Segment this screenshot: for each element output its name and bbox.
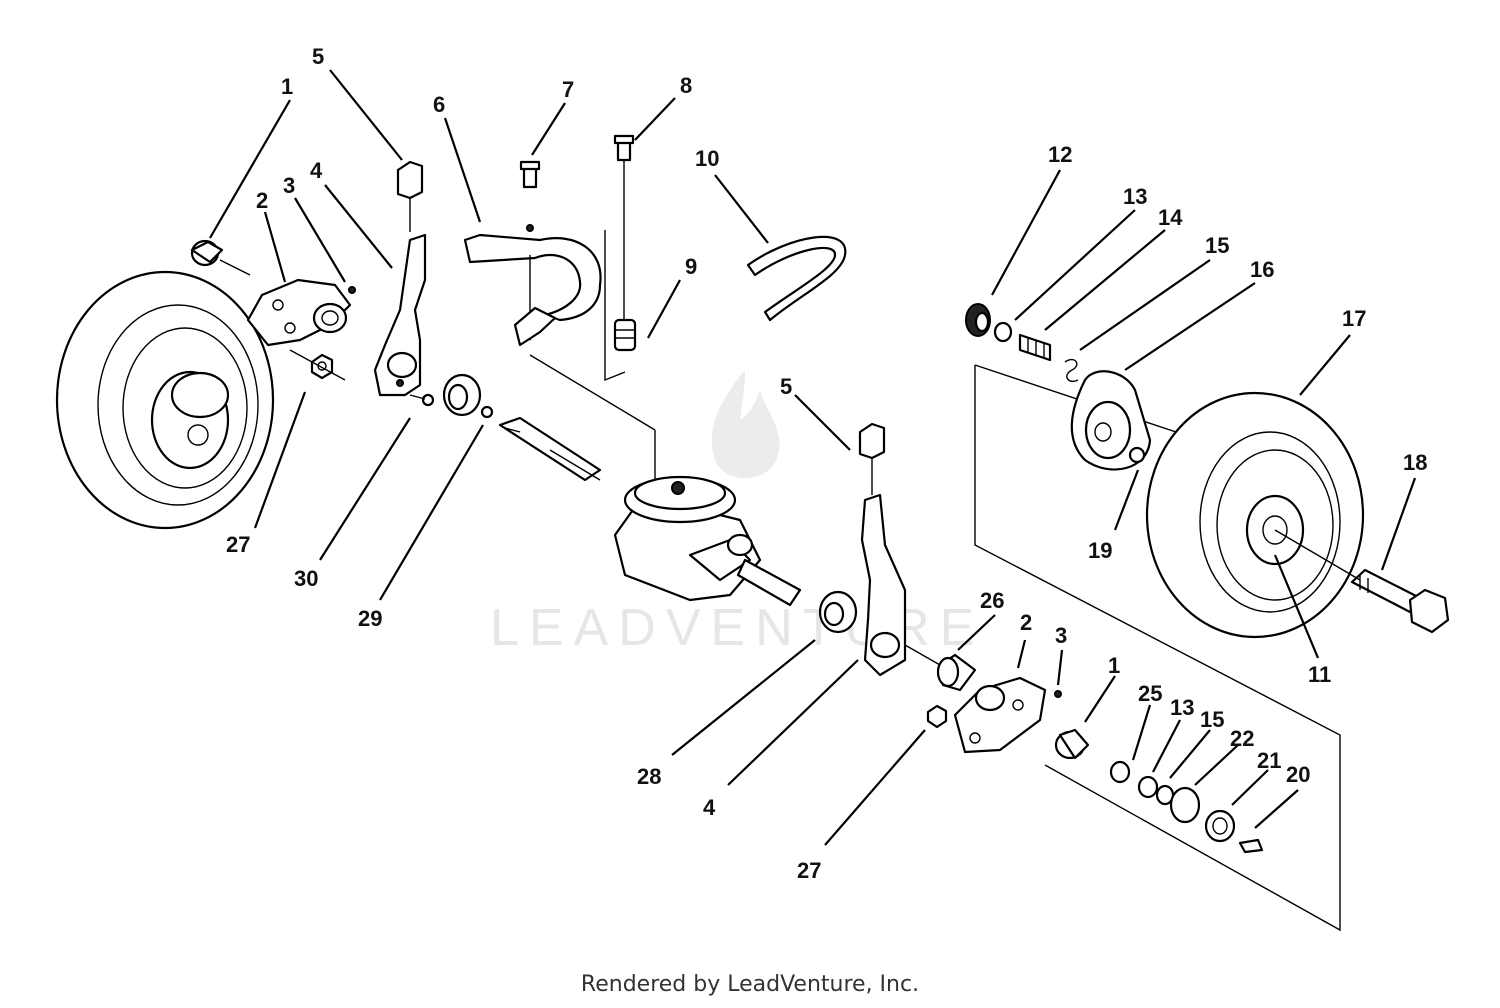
bearing-21 [1204, 809, 1236, 843]
callout-29: 29 [358, 606, 382, 631]
drive-belt [746, 235, 847, 322]
callout-21: 21 [1257, 748, 1281, 773]
bushing-26 [904, 644, 977, 692]
watermark-flame-icon [711, 370, 780, 479]
callout-19: 19 [1088, 538, 1112, 563]
assembly-outline [974, 365, 1341, 932]
right-wheel [1145, 391, 1365, 639]
callout-22: 22 [1230, 726, 1254, 751]
left-wheel [55, 270, 275, 530]
axle-shaft [498, 416, 602, 482]
hub-16 [1070, 370, 1152, 471]
callout-12: 12 [1048, 142, 1072, 167]
support-arm-right [860, 493, 907, 677]
leader-lines [209, 69, 1417, 846]
callout-15-bottom: 15 [1200, 707, 1224, 732]
support-arm-left [373, 233, 427, 397]
nut-left [289, 349, 346, 381]
callout-13-top: 13 [1123, 184, 1147, 209]
washer-13b [1137, 775, 1159, 799]
axle-bolt-18 [1274, 529, 1450, 634]
callout-14: 14 [1158, 205, 1183, 230]
callout-30: 30 [294, 566, 318, 591]
spacer-29 [442, 373, 494, 419]
callout-17: 17 [1342, 306, 1366, 331]
callout-27-left: 27 [226, 532, 250, 557]
callout-7: 7 [562, 77, 574, 102]
spring-9 [613, 318, 637, 352]
ring-22 [1169, 786, 1201, 824]
handle-clip-right [858, 422, 886, 495]
handle-clip-left [396, 160, 424, 232]
callout-1-left: 1 [281, 74, 293, 99]
bolt-30 [409, 393, 435, 407]
spring-14 [1018, 333, 1052, 362]
washer-25 [1109, 760, 1131, 784]
callout-4-right: 4 [703, 795, 716, 820]
callout-15-top: 15 [1205, 233, 1229, 258]
callout-26: 26 [980, 588, 1004, 613]
watermark: LEADVENTURE [490, 370, 974, 657]
belt-guard [463, 224, 602, 347]
bolt-7 [519, 160, 541, 189]
transmission-gearbox [613, 475, 802, 607]
callout-18: 18 [1403, 450, 1427, 475]
callout-3-right: 3 [1055, 623, 1067, 648]
callout-25: 25 [1138, 681, 1162, 706]
bolt-8 [613, 134, 635, 320]
assembly-line [529, 354, 656, 431]
callout-10: 10 [695, 146, 719, 171]
bearing-housing-right [953, 676, 1062, 754]
callout-labels: 1 2 3 4 5 6 7 8 9 10 12 13 14 15 16 17 1… [226, 44, 1427, 883]
callout-2-right: 2 [1020, 610, 1032, 635]
callout-28: 28 [637, 764, 661, 789]
washer-28 [818, 590, 858, 634]
callout-16: 16 [1250, 257, 1274, 282]
bearing-housing-left [246, 278, 356, 347]
callout-27-right: 27 [797, 858, 821, 883]
clip-15a [1064, 358, 1079, 382]
callout-3-left: 3 [283, 173, 295, 198]
callout-8: 8 [680, 73, 692, 98]
pin-20 [1238, 838, 1264, 854]
render-credit: Rendered by LeadVenture, Inc. [580, 972, 920, 997]
callout-11: 11 [1308, 662, 1331, 687]
callout-13-bottom: 13 [1170, 695, 1194, 720]
callout-1-right: 1 [1108, 653, 1120, 678]
callout-2-left: 2 [256, 188, 268, 213]
pinion-gear-12 [965, 303, 991, 337]
callout-9: 9 [685, 254, 697, 279]
bushing-right [1054, 728, 1090, 760]
callout-5-right: 5 [780, 374, 792, 399]
bushing-left [190, 239, 251, 276]
callout-6: 6 [433, 92, 445, 117]
guard-plate-edge [604, 230, 626, 382]
callout-5-left: 5 [312, 44, 324, 69]
washer-13a [993, 321, 1013, 343]
nut-right [926, 704, 948, 729]
callout-4-left: 4 [310, 158, 323, 183]
callout-20: 20 [1286, 762, 1310, 787]
